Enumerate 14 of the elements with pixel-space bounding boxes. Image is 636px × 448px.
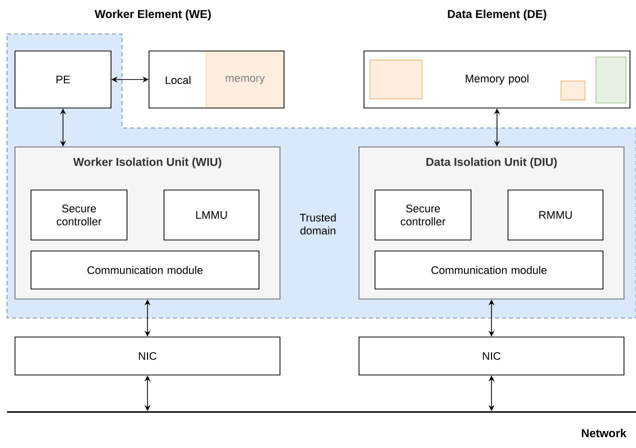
processor-box: PE bbox=[14, 50, 112, 108]
column-heading: Data Element (DE) bbox=[448, 10, 546, 20]
nic-box: NIC bbox=[14, 336, 280, 376]
memory-pool-box: Memory pool bbox=[364, 50, 630, 108]
mmu-box: LMMU bbox=[164, 190, 260, 240]
controller-box: Secure controller bbox=[30, 190, 128, 240]
module-box: Communication module bbox=[30, 250, 260, 290]
network-label: Network bbox=[582, 428, 626, 438]
module-box: Communication module bbox=[374, 250, 604, 290]
nic-box: NIC bbox=[358, 336, 624, 376]
mmu-box: RMMU bbox=[508, 190, 604, 240]
memory-box: Local memory bbox=[148, 50, 284, 108]
controller-box: Secure controller bbox=[374, 190, 472, 240]
column-heading: Worker Element (WE) bbox=[94, 10, 211, 20]
